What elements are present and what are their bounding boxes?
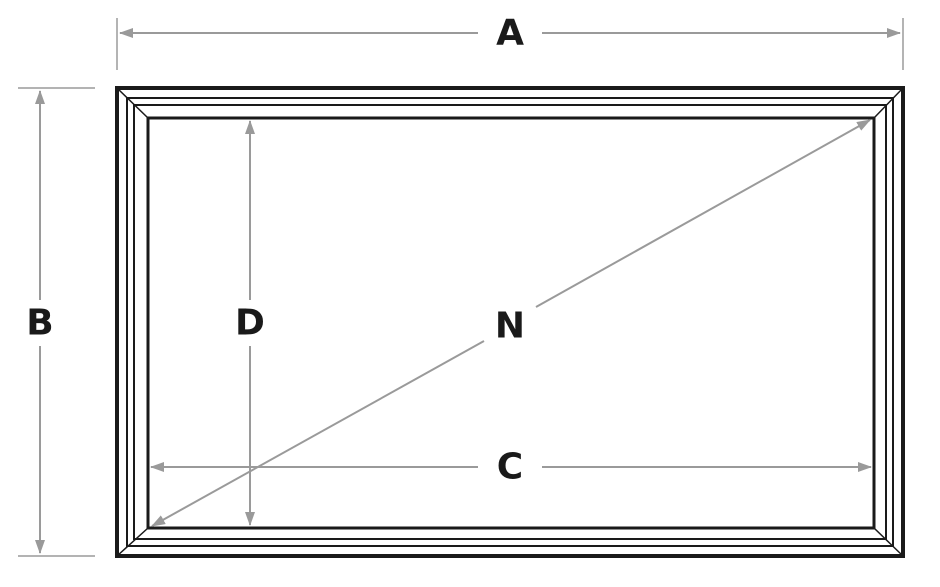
- screen-frame: [115, 86, 905, 558]
- dimension-b: B: [26, 90, 54, 554]
- dimension-n-arrow-lower: [151, 340, 485, 527]
- dimension-n-arrow-upper: [535, 119, 871, 308]
- label-b: B: [26, 303, 53, 344]
- viewable-area-edge: [146, 116, 876, 530]
- frame-outer-edge: [115, 86, 905, 558]
- label-n: N: [495, 306, 525, 347]
- dimension-a: A: [119, 13, 901, 54]
- dimension-d: D: [235, 120, 265, 526]
- frame-miter-bottom-left: [116, 527, 149, 557]
- extension-lines: [18, 18, 904, 557]
- dimension-c: C: [150, 447, 872, 488]
- frame-bevel-2: [133, 104, 887, 540]
- label-a: A: [496, 13, 524, 54]
- dimension-n: N: [151, 119, 871, 527]
- frame-miter-bottom-right: [873, 527, 904, 557]
- label-c: C: [497, 447, 523, 488]
- frame-miter-top-right: [873, 87, 904, 119]
- label-d: D: [235, 303, 265, 344]
- frame-bevel-1: [126, 97, 894, 547]
- frame-miter-top-left: [116, 87, 149, 119]
